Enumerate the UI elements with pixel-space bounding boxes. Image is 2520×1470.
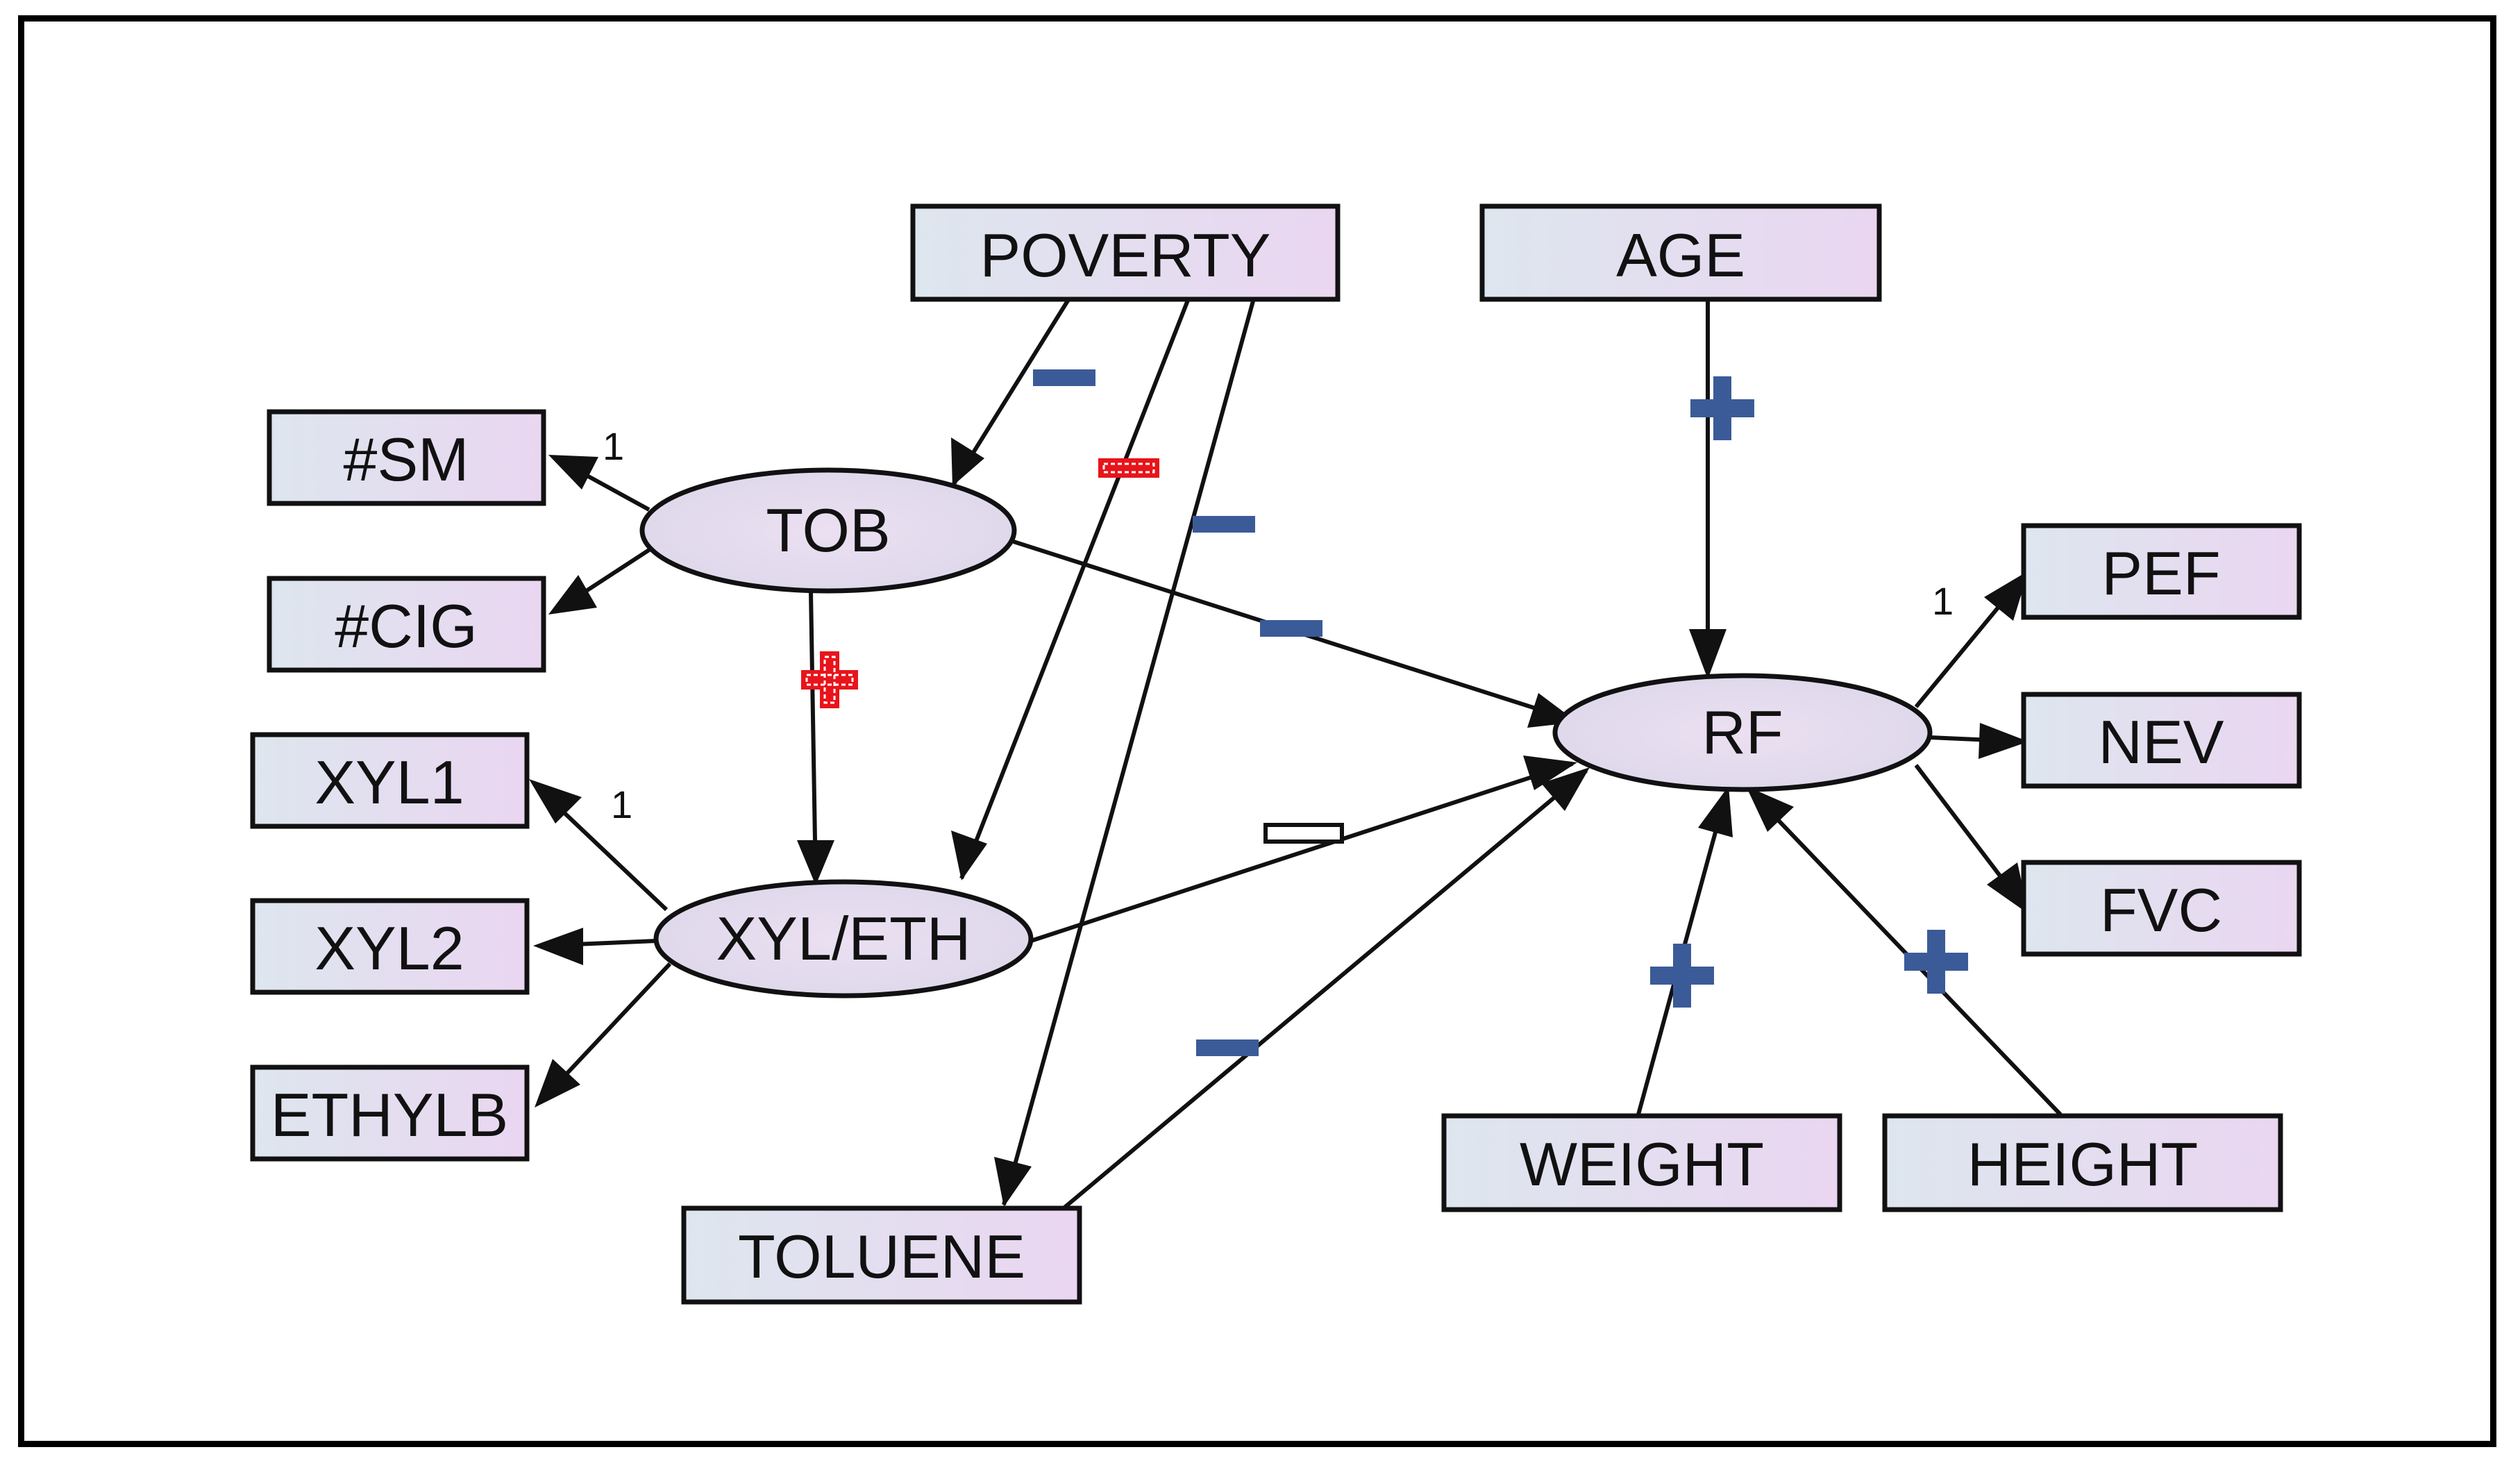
node-toluene-label: TOLUENE (738, 1222, 1025, 1291)
node-nev-label: NEV (2099, 708, 2224, 776)
node-age[interactable]: AGE (1479, 203, 1882, 302)
arrowhead-rf-xyleth (1523, 755, 1577, 790)
arrowhead-rf-toluene (1541, 767, 1590, 811)
sign-poverty-tob-minus-icon (1033, 369, 1095, 386)
edge-poverty-toluene (1002, 298, 1256, 1205)
edge-toluene-rf (1062, 769, 1588, 1210)
sign-tob-xyleth-plus-icon (801, 651, 858, 708)
sign-weight-rf-plus-icon (1650, 944, 1714, 1008)
node-toluene[interactable]: TOLUENE (681, 1205, 1082, 1305)
loading-label-rf-pef: 1 (1932, 579, 1954, 623)
arrowhead-xyl1 (529, 779, 582, 824)
sign-poverty-toluene-minus-icon (1193, 516, 1255, 533)
arrowhead-pef (1984, 571, 2028, 621)
node-poverty[interactable]: POVERTY (910, 203, 1341, 302)
node-tob[interactable]: TOB (639, 467, 1017, 594)
node-xyl2[interactable]: XYL2 (250, 898, 530, 995)
node-ethylb[interactable]: ETHYLB (250, 1064, 530, 1162)
node-xyl1[interactable]: XYL1 (250, 732, 530, 829)
sign-toluene-rf-minus-icon (1196, 1039, 1259, 1056)
arrowhead-cig (548, 575, 597, 615)
arrowhead-nev (1979, 723, 2028, 759)
node-rf-label: RF (1702, 698, 1783, 767)
node-poverty-label: POVERTY (980, 221, 1271, 290)
node-pef[interactable]: PEF (2021, 523, 2302, 620)
edge-tob-xyleth (809, 591, 818, 883)
edge-poverty-xyleth (959, 297, 1191, 880)
sign-tob-rf-minus-icon (1260, 620, 1322, 637)
edge-xyleth-rf (1030, 762, 1573, 943)
sign-xyleth-rf-neutral-icon (1263, 823, 1344, 844)
arrowhead-rf-weight (1698, 786, 1733, 837)
node-xyleth-label: XYL/ETH (716, 904, 971, 973)
node-xyl1-label: XYL1 (314, 748, 464, 817)
node-fvc[interactable]: FVC (2021, 860, 2302, 957)
arrowhead-rf-height (1746, 786, 1794, 832)
sign-age-rf-plus-icon (1690, 376, 1754, 440)
node-xyl2-label: XYL2 (314, 914, 464, 983)
node-tob-label: TOB (766, 496, 890, 565)
node-cig[interactable]: #CIG (267, 576, 546, 673)
arrowhead-xyleth-poverty (951, 830, 987, 880)
arrowhead-xyleth-tob (797, 840, 834, 885)
arrowhead-xyl2 (533, 928, 583, 965)
node-xyleth[interactable]: XYL/ETH (653, 879, 1034, 999)
node-ethylb-label: ETHYLB (271, 1080, 508, 1149)
node-weight[interactable]: WEIGHT (1441, 1113, 1842, 1212)
node-nev[interactable]: NEV (2021, 692, 2302, 789)
arrowhead-sm (548, 455, 598, 490)
node-sm-label: #SM (344, 425, 469, 494)
arrowhead-ethylb (535, 1059, 580, 1108)
arrowhead-tob (951, 437, 984, 486)
loading-label-tob-sm: 1 (603, 424, 624, 468)
node-pef-label: PEF (2101, 539, 2220, 608)
node-height[interactable]: HEIGHT (1882, 1113, 2283, 1212)
sign-height-rf-plus-icon (1904, 930, 1968, 994)
node-age-label: AGE (1616, 221, 1745, 290)
node-cig-label: #CIG (335, 592, 477, 660)
sign-poverty-xyleth-minus-icon (1098, 458, 1159, 478)
loading-label-xyleth-xyl1: 1 (611, 783, 632, 826)
node-weight-label: WEIGHT (1520, 1130, 1764, 1198)
arrowhead-rf-age (1689, 629, 1727, 679)
node-height-label: HEIGHT (1967, 1130, 2198, 1198)
node-sm[interactable]: #SM (267, 409, 546, 506)
arrowhead-fvc (1987, 862, 2028, 914)
node-fvc-label: FVC (2100, 876, 2222, 944)
node-rf[interactable]: RF (1552, 673, 1933, 792)
arrowhead-toluene (994, 1157, 1032, 1207)
